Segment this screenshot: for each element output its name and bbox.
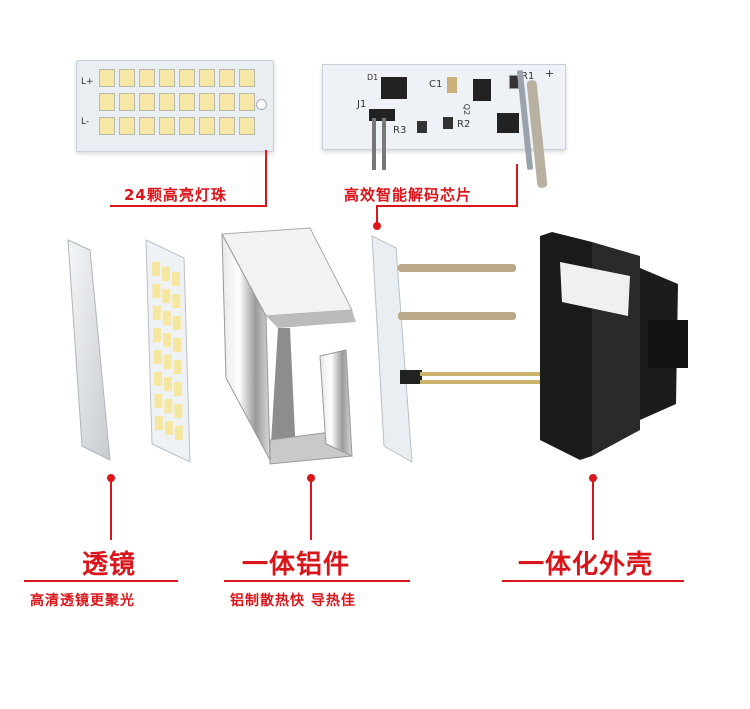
housing-part <box>540 232 688 460</box>
side-led-chip <box>172 272 180 286</box>
led-chip <box>239 69 255 87</box>
marker-line-housing <box>592 480 594 540</box>
side-led-chip <box>172 316 181 330</box>
led-chip <box>199 117 215 135</box>
side-led-chip <box>174 382 182 396</box>
side-led-chip <box>154 372 162 386</box>
capacitor-component <box>447 77 457 93</box>
led-board-photo: L+ L- <box>76 60 274 152</box>
led-chip <box>219 117 235 135</box>
side-led-chip <box>154 416 163 430</box>
side-led-chip <box>153 328 162 342</box>
marker-dot-aluminum <box>307 474 315 482</box>
driver-board-side <box>371 235 546 463</box>
pcb-label-plus: + <box>545 67 555 80</box>
led-chip <box>219 93 235 111</box>
callout-chip: 高效智能解码芯片 <box>344 186 473 204</box>
led-chip <box>139 93 155 111</box>
callout-line-chip-horizontal <box>376 205 518 207</box>
led-chip <box>179 93 195 111</box>
side-led-chip <box>152 306 161 320</box>
callout-line-chip-vertical <box>516 164 518 206</box>
led-board-side <box>145 239 191 463</box>
pcb-label-c1: C1 <box>429 79 443 90</box>
side-led-chip <box>164 377 172 391</box>
led-chip <box>139 117 155 135</box>
resistor-r3 <box>417 121 427 133</box>
side-led-chip <box>164 399 173 413</box>
callout-line-leds-horizontal <box>110 205 267 207</box>
led-chip <box>159 93 175 111</box>
side-led-chip <box>153 350 162 364</box>
side-led-chip <box>172 294 181 308</box>
led-chip <box>119 69 135 87</box>
led-chip <box>159 69 175 87</box>
led-chip <box>239 117 255 135</box>
side-led-chip <box>162 311 171 325</box>
aluminum-part <box>221 227 356 465</box>
callout-line-leds-vertical <box>265 150 267 206</box>
pcb-label-led-minus: L- <box>81 117 90 127</box>
side-led-chip <box>173 338 182 352</box>
marker-dot-lens <box>107 474 115 482</box>
side-led-chip <box>162 289 171 303</box>
mount-hole <box>256 99 267 110</box>
led-chip <box>139 69 155 87</box>
ic-chip <box>497 113 519 133</box>
side-led-chip <box>174 426 183 440</box>
lens-subtitle: 高清透镜更聚光 <box>30 593 135 609</box>
side-led-chip <box>163 333 172 347</box>
aluminum-subtitle: 铝制散热快 导热佳 <box>230 593 356 609</box>
led-chip <box>179 69 195 87</box>
aluminum-title: 一体铝件 <box>242 550 351 580</box>
resistor-r2 <box>443 117 453 129</box>
transistor-component <box>473 79 491 101</box>
led-chip <box>219 69 235 87</box>
side-led-chip <box>154 394 163 408</box>
led-chip-grid <box>99 69 259 141</box>
marker-line-aluminum <box>310 480 312 540</box>
marker-line-lens <box>110 480 112 540</box>
aluminum-underline <box>224 580 410 582</box>
housing-underline <box>502 580 684 582</box>
pcb-label-j1: J1 <box>357 99 367 110</box>
led-chip <box>99 69 115 87</box>
callout-line-chip-down <box>376 205 378 225</box>
pcb-label-r2: R2 <box>457 119 471 130</box>
led-chip <box>239 93 255 111</box>
lens-underline <box>24 580 178 582</box>
side-led-chip <box>162 267 170 281</box>
callout-dot-chip <box>373 222 381 230</box>
side-led-chip <box>173 360 182 374</box>
side-led-chip <box>152 262 160 276</box>
led-chip <box>119 93 135 111</box>
pcb-label-r3: R3 <box>393 125 407 136</box>
marker-dot-housing <box>589 474 597 482</box>
led-chip <box>119 117 135 135</box>
side-led-chip <box>164 421 173 435</box>
callout-leds: 24颗高亮灯珠 <box>124 186 227 204</box>
side-led-chip <box>163 355 172 369</box>
led-chip <box>179 117 195 135</box>
side-led-chip <box>174 404 183 418</box>
led-chip <box>199 69 215 87</box>
led-chip <box>99 117 115 135</box>
led-chip <box>199 93 215 111</box>
lens-part <box>67 239 111 461</box>
housing-title: 一体化外壳 <box>518 550 654 580</box>
led-chip <box>99 93 115 111</box>
side-led-chip <box>152 284 161 298</box>
diode-component <box>381 77 407 99</box>
lens-title: 透镜 <box>82 550 137 580</box>
led-chip <box>159 117 175 135</box>
pcb-label-led-plus: L+ <box>81 77 94 87</box>
pcb-label-d1: D1 <box>367 73 379 82</box>
pcb-label-r1: R1 <box>521 71 535 82</box>
